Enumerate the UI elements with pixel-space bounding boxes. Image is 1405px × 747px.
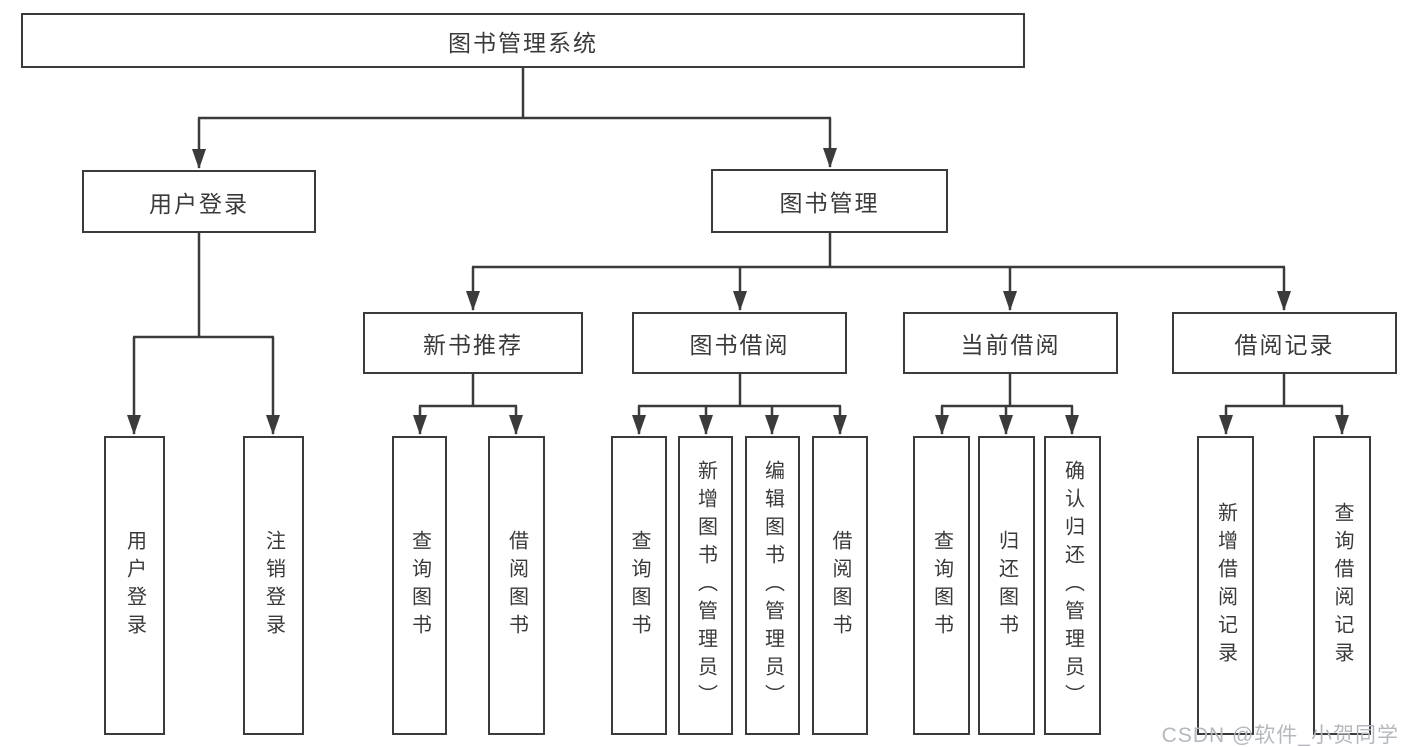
leaf-query-book-1: 查询图书 xyxy=(392,436,447,735)
node-label: 编辑图书（管理员） xyxy=(761,459,784,712)
leaf-borrow-book-2: 借阅图书 xyxy=(812,436,868,735)
leaf-query-book-3: 查询图书 xyxy=(913,436,970,735)
leaf-logout: 注销登录 xyxy=(243,436,304,735)
node-label: 确认归还（管理员） xyxy=(1061,459,1084,712)
node-book-management-branch: 图书管理 xyxy=(711,169,948,233)
leaf-return-book: 归还图书 xyxy=(978,436,1035,735)
node-label: 查询图书 xyxy=(628,529,650,642)
node-label: 借阅图书 xyxy=(829,529,851,642)
node-label: 查询图书 xyxy=(408,529,431,642)
node-label: 注销登录 xyxy=(262,529,285,642)
node-book-borrowing: 图书借阅 xyxy=(632,312,847,374)
node-label: 新增图书（管理员） xyxy=(694,459,717,712)
node-label: 用户登录 xyxy=(149,190,249,217)
leaf-query-book-2: 查询图书 xyxy=(611,436,667,735)
node-label: 新书推荐 xyxy=(423,332,523,358)
leaf-confirm-return-admin: 确认归还（管理员） xyxy=(1044,436,1101,735)
node-label: 归还图书 xyxy=(995,529,1018,642)
node-label: 图书管理 xyxy=(779,190,880,216)
node-label: 查询借阅记录 xyxy=(1331,501,1353,670)
node-label: 新增借阅记录 xyxy=(1214,501,1237,670)
node-label: 当前借阅 xyxy=(960,332,1061,358)
leaf-edit-book-admin: 编辑图书（管理员） xyxy=(745,436,800,735)
leaf-add-book-admin: 新增图书（管理员） xyxy=(678,436,733,735)
csdn-watermark: CSDN @软件_小贺同学 xyxy=(1161,724,1399,747)
node-label: 查询图书 xyxy=(930,529,953,642)
leaf-borrow-book-1: 借阅图书 xyxy=(488,436,545,735)
node-library-management-system: 图书管理系统 xyxy=(21,13,1025,68)
leaf-query-borrow-record: 查询借阅记录 xyxy=(1313,436,1371,735)
node-current-borrowing: 当前借阅 xyxy=(903,312,1118,374)
node-label: 借阅记录 xyxy=(1234,332,1335,358)
node-label: 用户登录 xyxy=(123,529,146,642)
leaf-add-borrow-record: 新增借阅记录 xyxy=(1197,436,1254,735)
node-label: 借阅图书 xyxy=(505,529,528,642)
node-label: 图书借阅 xyxy=(689,332,790,358)
leaf-user-login: 用户登录 xyxy=(104,436,165,735)
node-label: 图书管理系统 xyxy=(448,29,598,56)
node-borrowing-records: 借阅记录 xyxy=(1172,312,1397,374)
node-user-login-branch: 用户登录 xyxy=(82,170,316,233)
node-new-book-recommendation: 新书推荐 xyxy=(363,312,583,374)
